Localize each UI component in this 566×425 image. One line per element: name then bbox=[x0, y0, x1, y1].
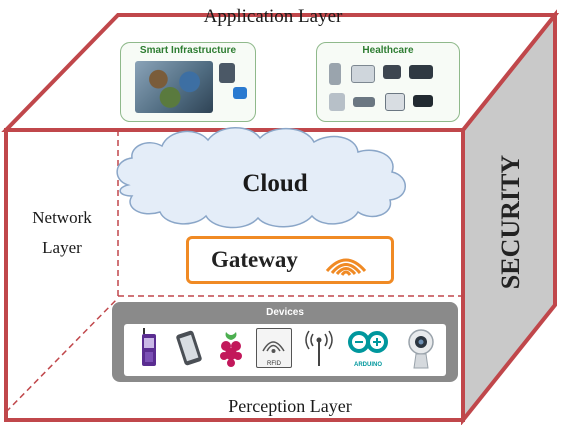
network-layer-label: Network Layer bbox=[22, 203, 102, 263]
cloud-label: Cloud bbox=[242, 170, 308, 197]
tablet-icon bbox=[176, 330, 202, 366]
smart-infrastructure-panel: Smart Infrastructure bbox=[120, 42, 256, 122]
rfid-waves bbox=[262, 341, 285, 353]
gateway-box: Gateway bbox=[186, 236, 394, 284]
webcam-icon bbox=[408, 329, 434, 369]
arduino-icon: ARDUINO bbox=[346, 328, 390, 370]
rfid-label: RFID bbox=[267, 361, 281, 367]
application-layer-label: Application Layer bbox=[203, 6, 343, 27]
network-layer-label-line2: Layer bbox=[42, 238, 82, 257]
network-layer-label-line1: Network bbox=[32, 208, 92, 227]
security-label-svg: SECURITY bbox=[496, 155, 525, 290]
top-face bbox=[1, 13, 560, 132]
healthcare-panel: Healthcare bbox=[316, 42, 460, 122]
devices-strip: RFID ARDUINO bbox=[124, 324, 446, 376]
mobile-phone-icon bbox=[142, 328, 156, 366]
hidden-diagonal-edge bbox=[5, 297, 119, 413]
perception-layer-label: Perception Layer bbox=[228, 396, 352, 416]
security-label-container: SECURITY bbox=[478, 112, 548, 332]
rfid-reader-icon: RFID bbox=[256, 328, 292, 368]
wifi-signal-icon bbox=[325, 258, 367, 276]
devices-title: Devices bbox=[266, 307, 304, 318]
gateway-label: Gateway bbox=[211, 247, 298, 272]
arduino-label: ARDUINO bbox=[354, 362, 382, 368]
antenna-signal-icon bbox=[305, 330, 333, 366]
arduino-infinity-symbol bbox=[348, 331, 388, 353]
security-label: SECURITY bbox=[496, 155, 525, 290]
smart-infrastructure-title: Smart Infrastructure bbox=[139, 45, 237, 56]
cloud-shape bbox=[116, 127, 406, 229]
raspberry-pi-icon bbox=[220, 332, 242, 367]
devices-panel: Devices bbox=[112, 302, 458, 382]
healthcare-title: Healthcare bbox=[362, 45, 414, 56]
